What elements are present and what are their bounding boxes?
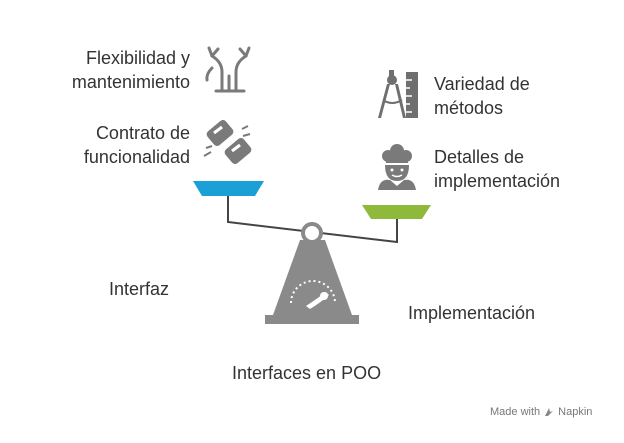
flexibility-label-line2: mantenimiento xyxy=(71,72,190,92)
made-with-text: Made with xyxy=(490,406,541,418)
contract-label: Contrato de funcionalidad xyxy=(40,121,190,169)
scale-base xyxy=(265,240,359,324)
details-label-line1: Detalles de xyxy=(434,147,525,167)
contract-label-line2: funcionalidad xyxy=(83,147,190,167)
implementation-side-label: Implementación xyxy=(408,303,536,323)
methods-label-line2: métodos xyxy=(434,98,504,118)
diagram-title: Interfaces en POO xyxy=(232,363,382,383)
details-label: Detalles de implementación xyxy=(434,145,560,193)
napkin-logo-icon xyxy=(545,408,554,416)
methods-label-line1: Variedad de xyxy=(434,74,530,94)
methods-label: Variedad de métodos xyxy=(434,72,530,120)
right-pan xyxy=(362,205,431,219)
interface-side-label: Interfaz xyxy=(109,279,170,299)
chef-icon xyxy=(378,144,416,190)
tree-trunk-icon xyxy=(205,46,251,93)
napkin-branding: Made with Napkin xyxy=(490,406,592,418)
broken-chain-link-icon xyxy=(203,120,252,164)
flexibility-label: Flexibilidad y mantenimiento xyxy=(40,46,190,94)
left-pan xyxy=(193,181,264,196)
contract-label-line1: Contrato de xyxy=(95,123,190,143)
flexibility-label-line1: Flexibilidad y xyxy=(85,48,190,68)
drafting-tools-icon xyxy=(378,70,418,118)
details-label-line2: implementación xyxy=(434,171,561,191)
scale-beam xyxy=(227,195,398,244)
napkin-product-text: Napkin xyxy=(558,406,593,418)
